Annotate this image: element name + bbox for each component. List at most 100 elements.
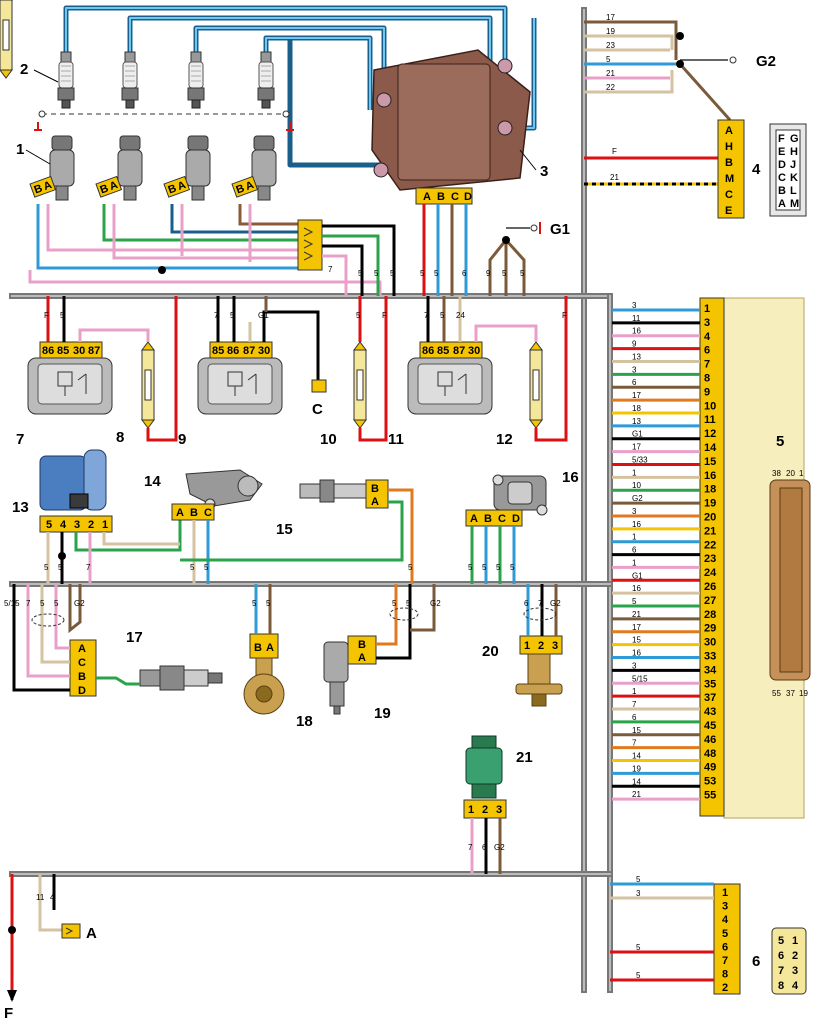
ecu-wire-number: 16 [632, 520, 641, 529]
svg-text:7: 7 [86, 563, 91, 572]
ecu-pin-column: 1346789101112141516181920212223242627282… [704, 303, 717, 802]
fuel-pump-pin-7: 7 [722, 955, 728, 967]
crank-sensor: B A [323, 635, 377, 715]
ecu-wire-number: 1 [632, 558, 637, 567]
svg-text:4: 4 [50, 893, 55, 902]
ecu-pin-26: 26 [704, 581, 716, 593]
ecu-pin-23: 23 [704, 553, 716, 565]
svg-text:85: 85 [437, 345, 449, 357]
svg-text:30: 30 [468, 345, 480, 357]
svg-text:1: 1 [799, 469, 804, 478]
label-13: 13 [12, 499, 29, 516]
ecu-pin-9: 9 [704, 386, 710, 398]
svg-text:D: D [778, 159, 786, 171]
ecu-wire-number: G1 [632, 571, 643, 580]
svg-text:86: 86 [227, 345, 239, 357]
svg-text:7: 7 [328, 265, 333, 274]
svg-text:H: H [790, 146, 798, 158]
svg-text:19: 19 [799, 689, 808, 698]
svg-text:B: B [190, 507, 198, 519]
knock-sensor: B A [299, 479, 389, 509]
ecu-pin-29: 29 [704, 623, 716, 635]
svg-text:11: 11 [36, 893, 45, 902]
ecu-pin-20: 20 [704, 512, 716, 524]
svg-text:3: 3 [496, 804, 502, 816]
svg-text:5: 5 [434, 269, 439, 278]
terminal-f: F [4, 1005, 13, 1022]
svg-text:5: 5 [406, 599, 411, 608]
svg-text:9: 9 [486, 269, 491, 278]
svg-text:B: B [254, 642, 262, 654]
svg-text:1: 1 [468, 804, 474, 816]
svg-text:F: F [612, 147, 617, 156]
ecu-pin-21: 21 [704, 525, 716, 537]
cam-sensor: A B C D [465, 474, 548, 527]
svg-text:5: 5 [230, 311, 235, 320]
svg-text:5: 5 [46, 519, 52, 531]
ecu-wire-number: 13 [632, 352, 641, 361]
svg-text:5: 5 [390, 269, 395, 278]
svg-text:6: 6 [778, 950, 784, 962]
ecu-pin-19: 19 [704, 498, 716, 510]
ecu-wire-number: 1 [632, 533, 637, 542]
svg-text:5: 5 [606, 55, 611, 64]
ecu-pin-49: 49 [704, 762, 716, 774]
svg-text:5: 5 [60, 311, 65, 320]
svg-text:8: 8 [778, 980, 784, 992]
svg-text:B: B [778, 185, 786, 197]
throttle-position-sensor: A B C [171, 469, 263, 521]
ecu-pin-33: 33 [704, 651, 716, 663]
svg-text:17: 17 [606, 13, 615, 22]
ecu-wire-number: 17 [632, 391, 641, 400]
svg-text:7: 7 [778, 965, 784, 977]
ecu-pin-48: 48 [704, 748, 716, 760]
svg-text:L: L [790, 185, 797, 197]
ecu-pin-30: 30 [704, 637, 716, 649]
svg-text:F: F [44, 311, 49, 320]
svg-text:7: 7 [468, 843, 473, 852]
ecu-pin-7: 7 [704, 359, 710, 371]
ecu-wire-number: 5 [632, 597, 637, 606]
ecu-wire-number: 5/33 [632, 455, 648, 464]
svg-text:D: D [512, 513, 520, 525]
svg-text:5: 5 [496, 563, 501, 572]
svg-text:B: B [99, 182, 111, 196]
fuel-pump-pin-3: 3 [722, 901, 728, 913]
label-16: 16 [562, 469, 579, 486]
ecu-pin-8: 8 [704, 373, 710, 385]
svg-text:5: 5 [482, 563, 487, 572]
ecu-wire-number: 1 [632, 687, 637, 696]
svg-text:5: 5 [636, 943, 641, 952]
svg-text:30: 30 [73, 345, 85, 357]
ecu-pin-14: 14 [704, 442, 717, 454]
label-14: 14 [144, 473, 161, 490]
svg-text:5: 5 [420, 269, 425, 278]
ecu-pin-43: 43 [704, 706, 716, 718]
fuel-pump-connector [713, 883, 807, 995]
fuel-pump-pin-5: 5 [722, 928, 728, 940]
svg-text:5: 5 [636, 971, 641, 980]
ecu-wire-number: 1 [632, 468, 637, 477]
label-11: 11 [388, 431, 404, 448]
svg-text:F: F [382, 311, 387, 320]
injector-connectors: BA BA BA BA [29, 175, 259, 198]
ecu-pin-45: 45 [704, 720, 716, 732]
svg-text:5: 5 [392, 599, 397, 608]
svg-text:24: 24 [456, 311, 465, 320]
svg-text:J: J [790, 159, 796, 171]
svg-text:2: 2 [538, 640, 544, 652]
svg-text:A: A [778, 198, 786, 210]
ecu-pin-55: 55 [704, 790, 716, 802]
svg-text:A: A [108, 179, 120, 193]
ecu-pin-3: 3 [704, 317, 710, 329]
svg-text:87: 87 [243, 345, 255, 357]
svg-text:4: 4 [792, 980, 799, 992]
diagnostic-connector: A H B M C E [717, 119, 745, 219]
svg-text:20: 20 [786, 469, 795, 478]
label-5: 5 [776, 433, 784, 450]
svg-text:5: 5 [190, 563, 195, 572]
svg-text:1: 1 [102, 519, 108, 531]
